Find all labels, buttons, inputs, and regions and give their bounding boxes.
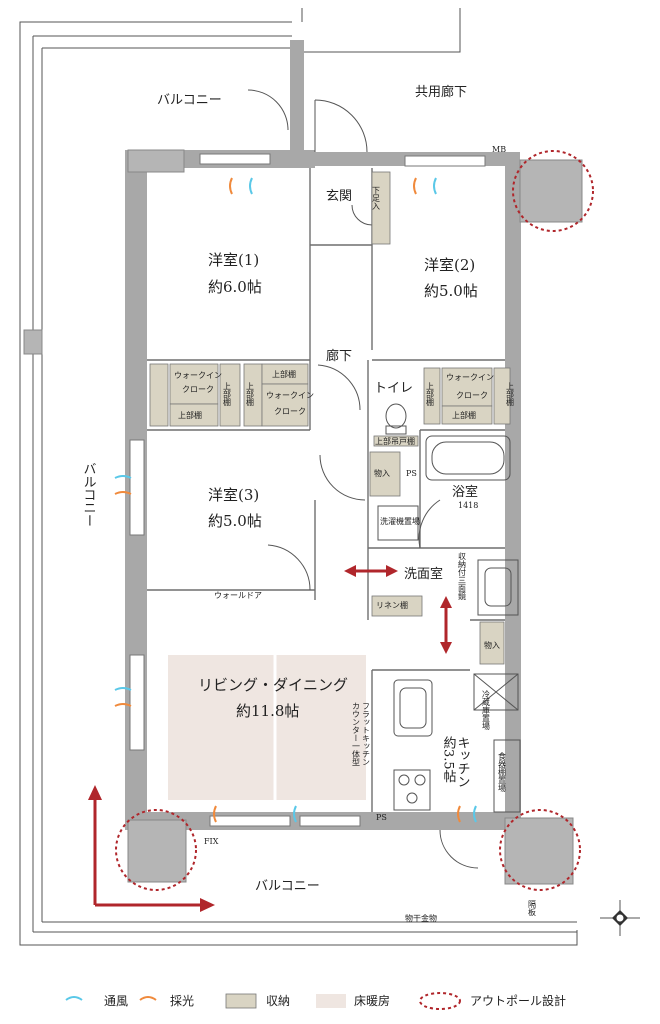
label-ps2: PS bbox=[376, 813, 387, 822]
interior-walls bbox=[147, 168, 505, 812]
legend-label-light: 採光 bbox=[170, 994, 194, 1008]
label-mb: MB bbox=[492, 145, 506, 154]
legend-label-floor-heating: 床暖房 bbox=[354, 993, 390, 1008]
label-walkin3-b: クローク bbox=[456, 391, 488, 400]
label-cupboard: 食器棚置場 bbox=[498, 751, 507, 793]
label-upper-shelf5: 上部棚 bbox=[426, 382, 435, 407]
cupboard-area bbox=[493, 739, 521, 813]
compass-icon bbox=[600, 900, 640, 936]
doors bbox=[247, 89, 479, 869]
label-partition: 隔板 bbox=[528, 900, 537, 917]
label-toilet: トイレ bbox=[374, 381, 413, 396]
legend: 通風 採光 収納 床暖房 アウトポール設計 bbox=[65, 992, 566, 1010]
legend-item-light: 採光 bbox=[139, 994, 194, 1008]
outpole-columns bbox=[115, 149, 594, 891]
label-balcony-bottom: バルコニー bbox=[255, 879, 320, 894]
label-counter-kitchen-a: カウンター一体型 bbox=[352, 702, 361, 766]
label-ps1: PS bbox=[406, 469, 417, 478]
label-common-corridor: 共用廊下 bbox=[415, 84, 467, 100]
label-mirror-storage: 収納付三面鏡 bbox=[458, 551, 467, 601]
label-bath-size: 1418 bbox=[458, 501, 478, 510]
label-upper-shelf1: 上部棚 bbox=[178, 410, 202, 420]
label-walkin3-a: ウォークイン bbox=[446, 373, 494, 382]
legend-item-floor-heating: 床暖房 bbox=[316, 993, 390, 1008]
stove-icon bbox=[393, 769, 431, 811]
label-upper-shelf6: 上部棚 bbox=[452, 410, 476, 420]
label-toilet-cabinet: 上部吊戸棚 bbox=[375, 436, 415, 446]
label-kitchen: キッチン bbox=[455, 736, 470, 788]
label-walkin1-b: クローク bbox=[182, 385, 214, 394]
vent-light-marks bbox=[114, 177, 477, 823]
label-western1: 洋室(1) bbox=[208, 251, 259, 269]
label-linen: リネン棚 bbox=[376, 600, 408, 610]
label-washroom: 洗面室 bbox=[404, 566, 443, 582]
label-corridor: 廊下 bbox=[326, 348, 352, 364]
label-upper-shelf7: 上部棚 bbox=[506, 382, 515, 407]
label-washer: 洗濯機置場 bbox=[380, 516, 420, 526]
label-living-size: 約11.8帖 bbox=[236, 702, 299, 720]
label-entrance: 玄関 bbox=[326, 189, 352, 204]
label-counter-kitchen-b: フラットキッチン bbox=[362, 702, 371, 766]
legend-item-vent: 通風 bbox=[65, 994, 128, 1008]
flow-arrows bbox=[88, 565, 452, 912]
label-balcony-left: バルコニー bbox=[81, 462, 97, 527]
label-upper-shelf4: 上部棚 bbox=[272, 369, 296, 379]
label-western2-size: 約5.0帖 bbox=[424, 282, 478, 300]
sink-icon bbox=[393, 679, 433, 737]
legend-item-outpole: アウトポール設計 bbox=[419, 992, 566, 1010]
label-bath: 浴室 bbox=[452, 484, 478, 500]
label-living: リビング・ダイニング bbox=[198, 676, 348, 694]
label-western1-size: 約6.0帖 bbox=[208, 278, 262, 296]
fridge-area bbox=[473, 673, 519, 711]
label-western3: 洋室(3) bbox=[208, 486, 259, 504]
legend-item-storage: 収納 bbox=[225, 993, 290, 1009]
legend-label-storage: 収納 bbox=[266, 994, 290, 1008]
floor-heating-zone bbox=[168, 655, 366, 800]
vanity bbox=[477, 559, 519, 616]
storage-areas bbox=[149, 171, 511, 665]
label-walkin2-b: クローク bbox=[274, 407, 306, 416]
label-fridge: 冷蔵庫置場 bbox=[482, 689, 491, 731]
bathtub-icon bbox=[425, 435, 511, 481]
label-laundry-hardware: 物干金物 bbox=[405, 913, 437, 923]
label-balcony-top: バルコニー bbox=[157, 93, 222, 108]
washer-area bbox=[377, 505, 419, 541]
balcony-outline bbox=[19, 8, 578, 946]
label-shoe-box: 下足入 bbox=[372, 186, 381, 210]
label-walkin1-a: ウォークイン bbox=[174, 371, 222, 380]
legend-label-outpole: アウトポール設計 bbox=[470, 993, 566, 1008]
label-upper-shelf2: 上部棚 bbox=[223, 382, 232, 407]
label-western2: 洋室(2) bbox=[424, 256, 475, 274]
label-storage1: 物入 bbox=[374, 468, 390, 478]
label-storage2: 物入 bbox=[484, 640, 500, 650]
toilet-icon bbox=[385, 403, 407, 435]
legend-label-vent: 通風 bbox=[104, 994, 128, 1008]
label-fix: FIX bbox=[204, 837, 219, 846]
label-wall-door: ウォールドア bbox=[214, 591, 262, 600]
label-upper-shelf3: 上部棚 bbox=[246, 382, 255, 407]
label-kitchen-size: 約3.5帖 bbox=[441, 736, 457, 783]
label-western3-size: 約5.0帖 bbox=[208, 512, 262, 530]
label-walkin2-a: ウォークイン bbox=[266, 391, 314, 400]
